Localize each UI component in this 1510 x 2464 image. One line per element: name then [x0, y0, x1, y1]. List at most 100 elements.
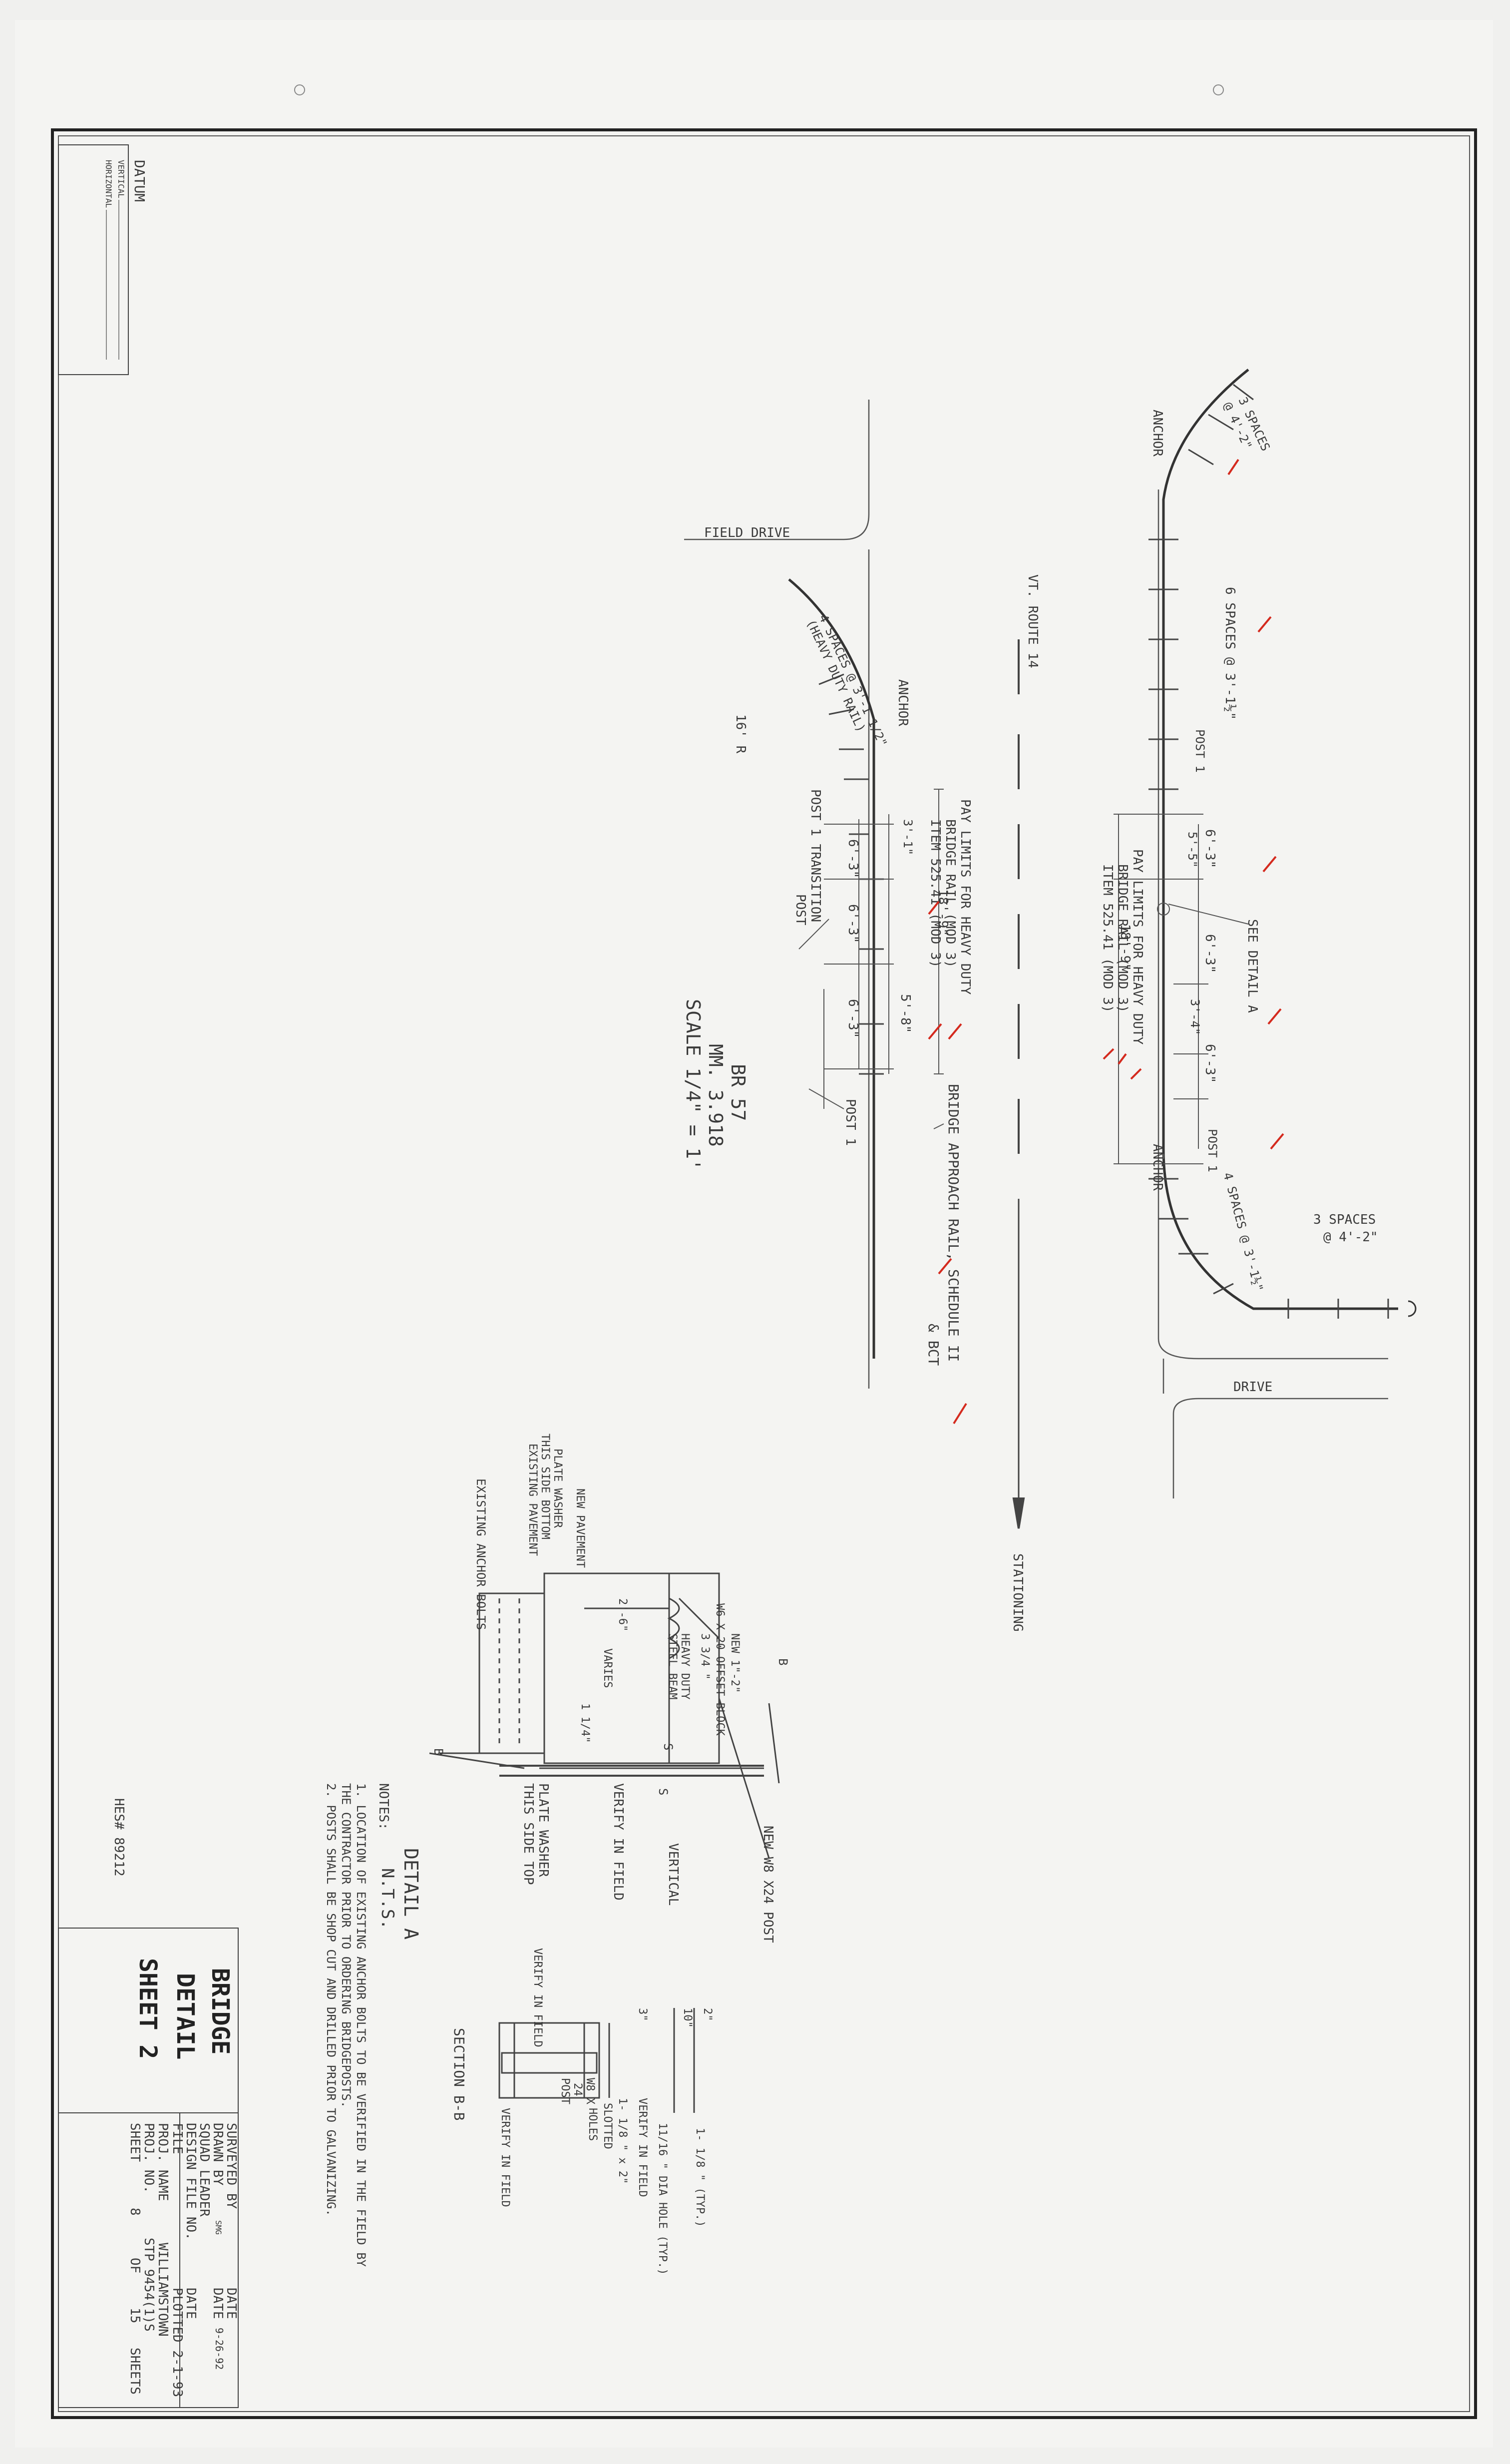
surveyed-by: SURVEYED BY	[224, 2123, 239, 2209]
note-1a: 1. LOCATION OF EXISTING ANCHOR BOLTS TO …	[354, 1783, 368, 2267]
lower-post1-right: POST 1	[1205, 1129, 1219, 1172]
notes-heading: NOTES:	[376, 1783, 391, 1830]
drive-edge	[1172, 1398, 1388, 1498]
upper-dim-b: 6'-3"	[845, 839, 860, 878]
upper-radius: 16' R	[733, 714, 748, 754]
road-label-vt-route: VT. ROUTE 14	[1025, 574, 1040, 668]
existing-pavement: EXISTING PAVEMENT	[526, 1444, 539, 1556]
sec-w8-3: POST	[559, 2078, 571, 2104]
hes-number: HES# 89212	[111, 1798, 126, 1877]
lower-post1-left: POST 1	[1193, 729, 1207, 773]
upper-rail-dims	[798, 789, 944, 1129]
sec-verify-b: VERIFY IN FIELD	[531, 1948, 544, 2047]
scale-label: SCALE 1/4" = 1'	[682, 999, 704, 1170]
s-label-2: S	[656, 1788, 670, 1795]
two-six: 2'-6"	[616, 1598, 629, 1631]
lower-rail-posts	[1148, 384, 1389, 1319]
steel-beam	[669, 1572, 720, 1764]
check-marks	[928, 459, 1284, 1425]
title-detail: DETAIL	[171, 1973, 199, 2059]
lower-dim-f: 6'-3"	[1202, 1044, 1217, 1083]
lower-dim-e: 3'-4"	[1188, 999, 1202, 1035]
upper-pay-2: BRIDGE RAIL (MOD 3)	[943, 819, 958, 968]
upper-post1-right: POST 1	[843, 1099, 858, 1146]
post-block	[543, 1572, 670, 1764]
existing-anchor: EXISTING ANCHOR BOLTS	[474, 1478, 488, 1630]
upper-anchor: ANCHOR	[895, 679, 910, 726]
title-block	[58, 1928, 239, 2408]
see-detail-a: SEE DETAIL A	[1245, 919, 1260, 1013]
date-label: DATE	[224, 2288, 239, 2319]
drive-label: DRIVE	[1233, 1380, 1272, 1395]
sec-verify-a: VERIFY IN FIELD	[636, 2098, 649, 2197]
lower-anchor-right: ANCHOR	[1150, 1144, 1165, 1191]
stationing-arrow	[1012, 1497, 1025, 1529]
one-quarter: 1 1/4"	[579, 1703, 591, 1743]
lower-dim-b: 5'-5"	[1185, 832, 1199, 868]
note-1b: THE CONTRACTOR PRIOR TO ORDERING BRIDGEP…	[339, 1783, 353, 2108]
sheet-number: 8	[127, 2208, 142, 2216]
of-label: OF	[127, 2258, 142, 2273]
date-label-2: DATE	[210, 2288, 225, 2319]
heavy-duty: HEAVY DUTY	[679, 1633, 691, 1699]
datum-title: DATUM	[131, 160, 148, 202]
vertical-label: VERTICAL	[666, 1843, 681, 1906]
approach-rail-label: BRIDGE APPROACH RAIL, SCHEDULE II	[945, 1084, 962, 1362]
mile-marker: MM. 3.918	[705, 1044, 727, 1147]
sec-w8-2: 24	[571, 2083, 584, 2096]
three-quarter: 3 3/4 "	[699, 1633, 711, 1680]
outer-border	[51, 128, 1477, 2419]
verify-1: VERIFY IN FIELD	[611, 1783, 626, 1901]
new-pavement: NEW PAVEMENT	[574, 1488, 586, 1568]
upper-guardrail	[788, 578, 875, 1359]
upper-dim-a: 3'-1"	[901, 819, 915, 855]
s-label-1: S	[661, 1743, 675, 1750]
b-label-bottom: B	[431, 1748, 445, 1755]
sheets-label: SHEETS	[127, 2348, 142, 2395]
design-file: DESIGN FILE NO.	[183, 2123, 198, 2240]
paper-sheet	[15, 20, 1493, 2448]
upper-post-word: POST	[793, 894, 808, 926]
sec-3in: 3"	[636, 2008, 649, 2021]
lower-pay-3: ITEM 525.41 (MOD 3)	[1100, 864, 1115, 1012]
file-label: FILE	[170, 2123, 185, 2154]
b-label-top: B	[776, 1658, 790, 1665]
upper-dim-e: 6'-3"	[845, 999, 860, 1038]
lower-guardrail	[1162, 369, 1417, 1317]
lower-dim-a: 6'-3"	[1202, 829, 1217, 868]
field-drive-edge-top	[684, 400, 870, 540]
lower-spaces-right2-val: @ 4'-2"	[1323, 1230, 1378, 1245]
this-side-top: THIS SIDE TOP	[521, 1783, 536, 1885]
lower-dim-d: 6'-3"	[1202, 934, 1217, 973]
steel-beam-label: STEEL BEAM	[666, 1633, 679, 1699]
upper-rail-posts	[818, 673, 884, 1075]
datum-horizontal: HORIZONTAL	[104, 160, 113, 208]
lower-pay-1: PAY LIMITS FOR HEAVY DUTY	[1130, 849, 1145, 1045]
field-drive-label: FIELD DRIVE	[704, 525, 790, 540]
plate-washer-top: PLATE WASHER	[536, 1783, 551, 1877]
detail-a-drawing	[429, 1572, 780, 1859]
of-total: 15	[127, 2308, 142, 2323]
varies: VARIES	[601, 1648, 614, 1688]
sec-typ: 1- 1/8 " (TYP.)	[694, 2128, 706, 2227]
note-2: 2. POSTS SHALL BE SHOP CUT AND DRILLED P…	[324, 1783, 338, 2216]
inner-border	[58, 135, 1470, 2412]
plotted: PLOTTED 2-1-93	[170, 2288, 185, 2397]
datum-box: DATUM VERTICAL HORIZONTAL	[58, 144, 148, 375]
squad-leader: SQUAD LEADER	[197, 2123, 212, 2217]
upper-dim-total: 18'-9"	[935, 889, 950, 936]
lower-spaces-right2: 3 SPACES	[1313, 1212, 1376, 1227]
detail-a-title: DETAIL A	[400, 1848, 422, 1940]
plotted-date-label: DATE	[183, 2288, 198, 2319]
upper-rail-line	[788, 578, 875, 1359]
lower-rail-dims	[1114, 814, 1249, 1164]
lower-pay-2: BRIDGE RAIL (MOD 3)	[1115, 864, 1130, 1012]
punch-hole-left	[294, 84, 305, 95]
sec-slotted-1: 1- 1/8 " x 2"	[616, 2098, 629, 2184]
offset-block: W6 X 20 OFFSET BLOCK	[714, 1603, 726, 1736]
this-side-bottom: THIS SIDE BOTTOM	[539, 1434, 551, 1539]
title-bridge: BRIDGE	[206, 1968, 234, 2054]
detail-a-nts: N.T.S.	[378, 1868, 397, 1930]
drawn-by: DRAWN BY	[210, 2123, 225, 2186]
bridge-id: BR 57	[727, 1064, 749, 1121]
